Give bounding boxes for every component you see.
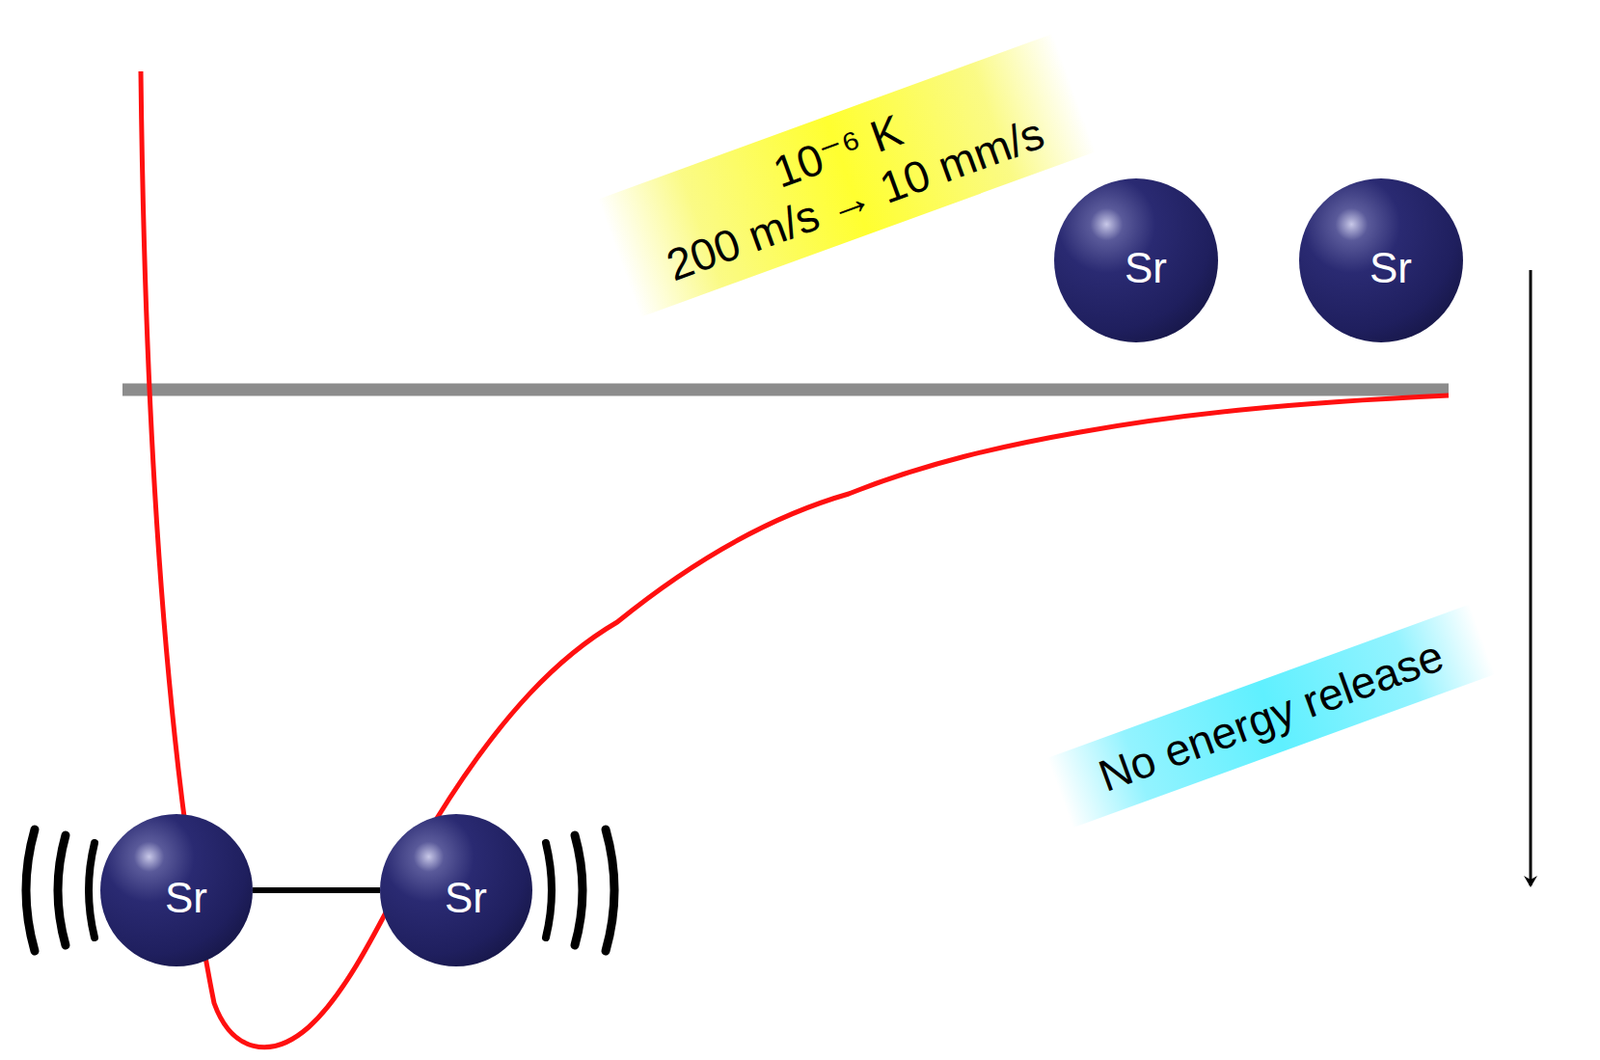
atom-sphere: Sr — [1299, 178, 1464, 343]
annotation-text: No energy release — [1051, 614, 1492, 816]
zero-energy-line — [122, 383, 1449, 397]
highlight-band: 10⁻⁶ K200 m/s → 10 mm/s — [597, 33, 1096, 317]
atom-sphere: Sr — [1054, 178, 1219, 343]
potential-curve — [140, 71, 1449, 1048]
energy-arrow — [1529, 270, 1533, 886]
atom-label: Sr — [164, 876, 208, 920]
atom-sphere: Sr — [100, 813, 253, 967]
chemical-bond — [252, 887, 380, 894]
atom-sphere: Sr — [379, 813, 533, 967]
highlight-band: No energy release — [1047, 603, 1495, 828]
atom-label: Sr — [1369, 246, 1412, 290]
atom-label: Sr — [1124, 246, 1167, 290]
atom-label: Sr — [444, 876, 488, 920]
